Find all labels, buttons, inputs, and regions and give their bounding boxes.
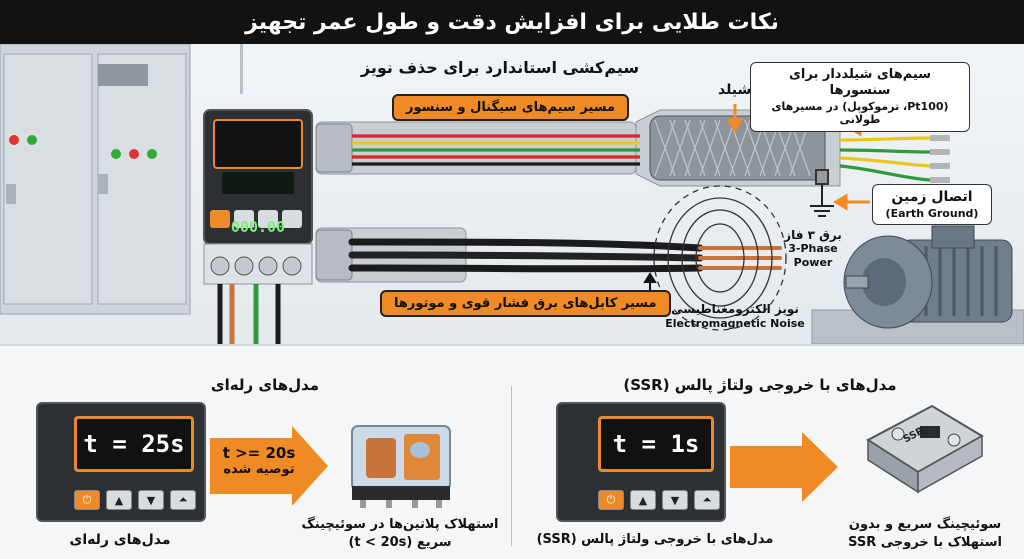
em-noise-label: نویز الکترومغناطیسی Electromagnetic Nois… <box>660 302 810 331</box>
electromagnetic-noise-rings <box>653 185 787 331</box>
relay-recommended-label: توصیه شده <box>223 462 295 477</box>
relay-caption: مدل‌های رله‌ای <box>69 532 171 548</box>
ssr-result-line1: سوئیچینگ سریع و بدون <box>848 517 1002 532</box>
page-title: نکات طلایی برای افزایش دقت و طول عمر تجه… <box>245 9 779 35</box>
motor-icon <box>843 225 1013 329</box>
electrical-cabinet <box>0 44 243 315</box>
power-path-label: مسیر کابل‌های برق فشار قوی و موتورها <box>380 290 671 317</box>
controller-output-wires <box>217 284 281 344</box>
earth-ground-fa: اتصال زمین <box>891 189 973 205</box>
three-phase-en2: Power <box>793 255 833 269</box>
relay-down-button[interactable]: ▼ <box>138 490 164 510</box>
relay-up-button[interactable]: ▲ <box>106 490 132 510</box>
signal-path-label: مسیر سیم‌های سیگنال و سنسور <box>392 94 630 121</box>
wiring-diagram <box>0 44 1024 344</box>
shielded-wires-line1: سیم‌های شیلددار برای سنسورها <box>788 67 931 99</box>
ssr-result-text: سوئیچینگ سریع و بدون استهلاک با خروجی SS… <box>840 516 1010 551</box>
ssr-down-button[interactable]: ▼ <box>662 490 688 510</box>
ssr-arrow-icon <box>730 432 838 502</box>
ssr-section-title: مدل‌های با خروجی ولتاژ پالس (SSR) <box>623 376 897 394</box>
section-divider <box>511 386 512 546</box>
ssr-up-button[interactable]: ▲ <box>630 490 656 510</box>
ssr-device-icon <box>866 404 984 494</box>
em-noise-en: Electromagnetic Noise <box>665 317 805 330</box>
relay-result-line1: استهلاک پلاتین‌ها در سوئیچینگ <box>301 517 499 532</box>
relay-result-line2: سریع (t < 20s) <box>348 534 452 550</box>
relay-display: t = 25s <box>74 416 194 472</box>
relay-result-text: استهلاک پلاتین‌ها در سوئیچینگ سریع (t < … <box>300 516 500 551</box>
temperature-controller <box>203 109 313 285</box>
ssr-controller: t = 1s ⏻ ▲ ▼ ⏶ <box>556 402 726 522</box>
em-noise-fa: نویز الکترومغناطیسی <box>671 302 799 316</box>
ssr-result-line2: استهلاک با خروجی SSR <box>848 534 1002 550</box>
shielded-wires-callout: سیم‌های شیلددار برای سنسورها (Pt100، ترم… <box>750 62 970 132</box>
relay-device-icon <box>351 425 451 508</box>
signal-wires <box>352 122 931 182</box>
three-phase-label: برق ۳ فاز 3-Phase Power <box>778 228 848 269</box>
relay-arrow-text: t >= 20s توصیه شده <box>222 444 296 478</box>
earth-ground-icon <box>810 169 834 217</box>
relay-recommended-time: t >= 20s <box>222 444 296 462</box>
wiring-section-title: سیم‌کشی استاندارد برای حذف نویز <box>360 58 640 77</box>
indicator-red-icon <box>9 135 19 145</box>
relay-section-title: مدل‌های رله‌ای <box>210 376 320 394</box>
earth-ground-callout: اتصال زمین (Earth Ground) <box>872 184 992 226</box>
three-phase-en1: 3-Phase <box>788 242 838 256</box>
relay-power-button[interactable]: ⏻ <box>74 490 100 510</box>
shielded-wires-line2: (Pt100، ترموکوپل) در مسیرهای طولانی <box>771 99 949 127</box>
ssr-power-button[interactable]: ⏻ <box>598 490 624 510</box>
shield-label: شیلد <box>718 82 752 98</box>
page-header: نکات طلایی برای افزایش دقت و طول عمر تجه… <box>0 0 1024 44</box>
wiring-panel: 000.00 سیم‌کشی استاندارد برای حذف نویز م… <box>0 44 1024 344</box>
controller-readout: 000.00 <box>230 218 286 236</box>
relay-controller: t = 25s ⏻ ▲ ▼ ⏶ <box>36 402 206 522</box>
power-cables <box>348 238 782 273</box>
ssr-caption: مدل‌های با خروجی ولتاژ پالس (SSR) <box>536 532 774 547</box>
relay-double-up-button[interactable]: ⏶ <box>170 490 196 510</box>
ssr-display: t = 1s <box>598 416 714 472</box>
output-models-panel: مدل‌های رله‌ای t = 25s ⏻ ▲ ▼ ⏶ مدل‌های ر… <box>0 344 1024 559</box>
ssr-double-up-button[interactable]: ⏶ <box>694 490 720 510</box>
earth-ground-en: (Earth Ground) <box>885 206 979 220</box>
indicator-green-icon <box>27 135 37 145</box>
three-phase-fa: برق ۳ فاز <box>784 228 842 242</box>
relay-arrow-icon <box>210 426 328 506</box>
